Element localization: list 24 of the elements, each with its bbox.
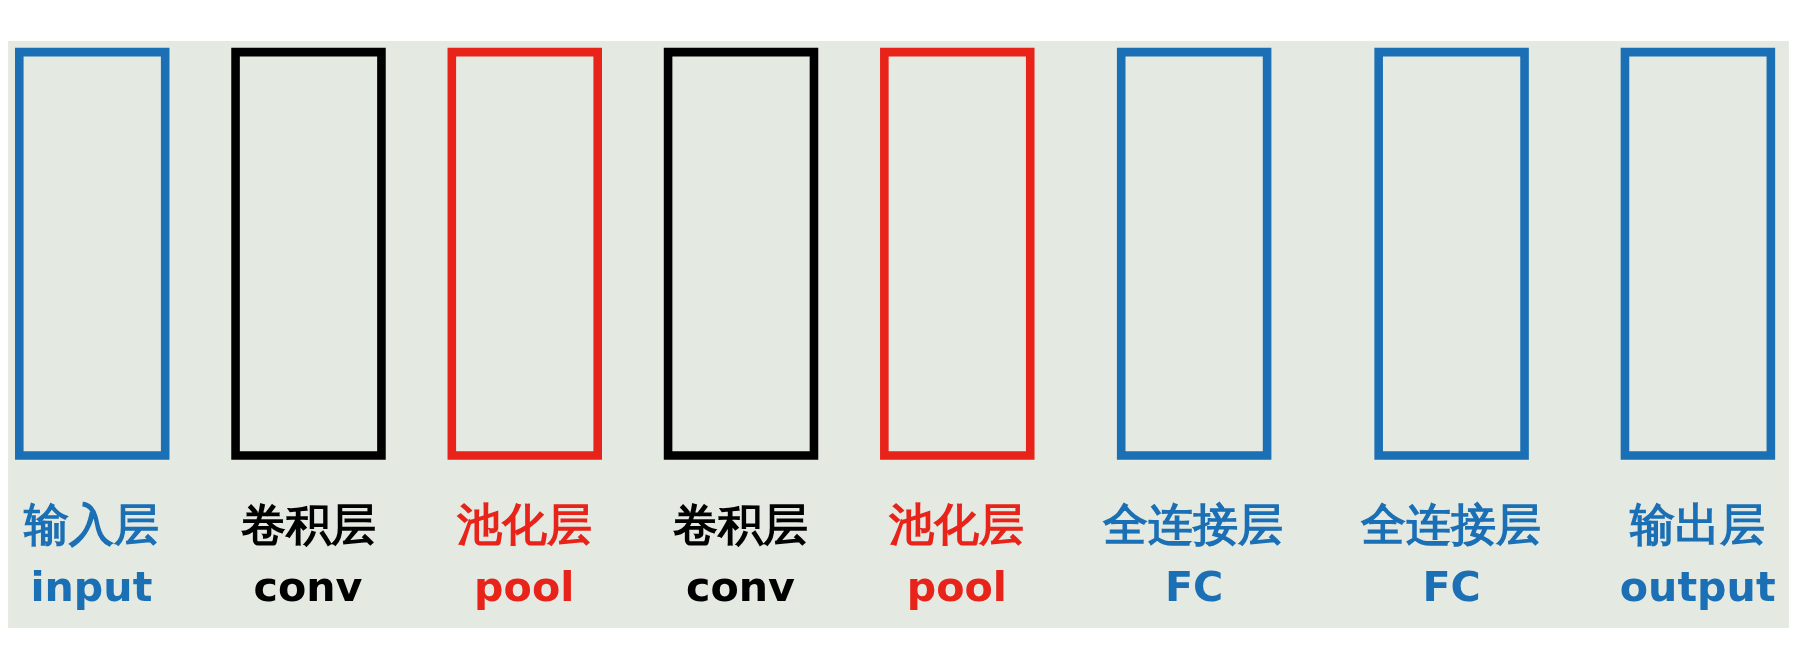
node-box — [231, 47, 386, 460]
node-label: 全连接层 — [1103, 499, 1284, 552]
node-box — [447, 47, 602, 460]
node-label: pool — [906, 562, 1007, 611]
node-box — [1374, 47, 1529, 460]
node-box — [880, 47, 1035, 460]
node-label: 全连接层 — [1360, 499, 1541, 552]
node-label: 输入层 — [24, 499, 160, 552]
node-label: pool — [474, 562, 575, 611]
node-label: conv — [686, 562, 795, 611]
node-label: 池化层 — [456, 499, 592, 552]
node-label: input — [30, 562, 153, 611]
node-box — [663, 47, 819, 460]
node-box — [1116, 47, 1272, 460]
node-label: 池化层 — [889, 499, 1025, 552]
node-box — [1620, 47, 1776, 460]
node-label: 卷积层 — [240, 499, 376, 552]
node-label: FC — [1422, 562, 1481, 611]
node-label: output — [1619, 562, 1776, 611]
node-label: 输出层 — [1630, 499, 1766, 552]
node-box — [15, 47, 170, 460]
node-label: 卷积层 — [673, 499, 809, 552]
node-label: conv — [253, 562, 363, 611]
node-label: FC — [1164, 562, 1224, 611]
